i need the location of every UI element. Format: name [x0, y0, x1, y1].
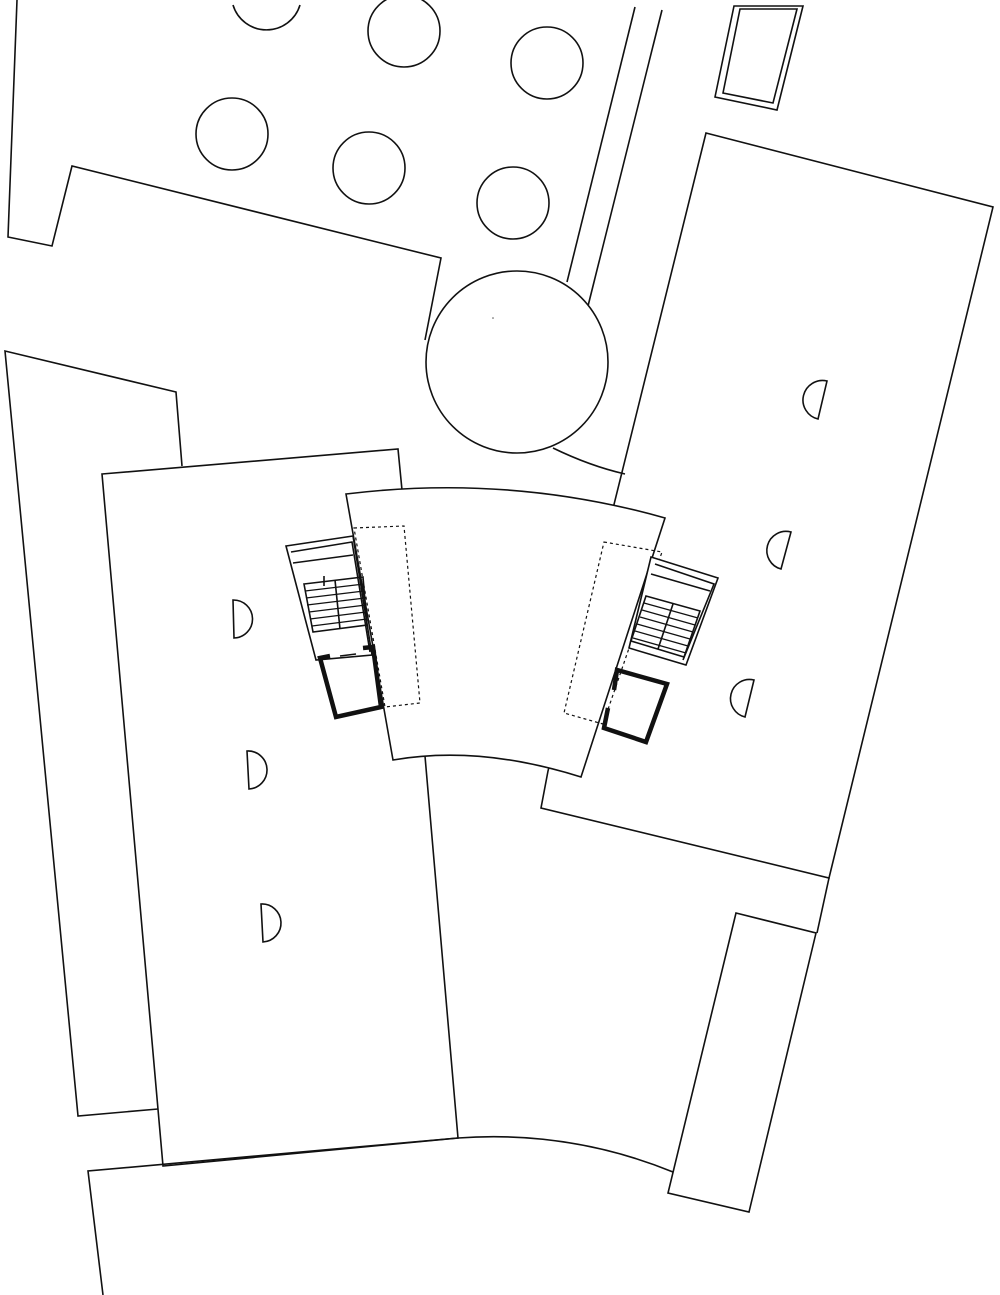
tree	[195, 97, 269, 171]
half-round-column	[766, 530, 792, 570]
half-round-column	[246, 750, 268, 790]
column-group	[232, 379, 828, 943]
building-strip-left	[4, 349, 183, 1117]
tree-group	[195, 0, 584, 240]
plaza-arc	[552, 447, 626, 475]
half-round-column	[729, 678, 755, 718]
site-edge-bottom-curve	[457, 1135, 674, 1173]
pathway	[566, 6, 663, 307]
half-round-column	[232, 599, 254, 639]
tree	[476, 166, 550, 240]
site-edge-top-left	[7, 0, 442, 341]
elevator-shaft-left	[317, 644, 384, 720]
stair-core-left	[284, 525, 421, 720]
stair-treads-right	[632, 602, 699, 654]
half-round-column	[802, 379, 828, 420]
building-slab-bottom-right	[667, 912, 817, 1213]
stair-core-right	[563, 541, 720, 745]
survey-mark	[492, 317, 494, 319]
tree	[367, 0, 441, 68]
central-curved-block	[345, 486, 667, 779]
tree	[510, 26, 584, 100]
elevator-shaft-right	[601, 667, 670, 745]
site-edge-right-link	[816, 877, 830, 934]
large-circular-plaza	[425, 270, 609, 454]
small-structure-top-right	[714, 5, 805, 111]
stair-treads-left	[304, 583, 368, 627]
tree-partial-top	[232, 4, 301, 31]
building-block-left	[101, 448, 459, 1167]
tree	[332, 131, 406, 205]
half-round-column	[260, 903, 282, 943]
site-edge-bottom	[87, 1137, 459, 1295]
